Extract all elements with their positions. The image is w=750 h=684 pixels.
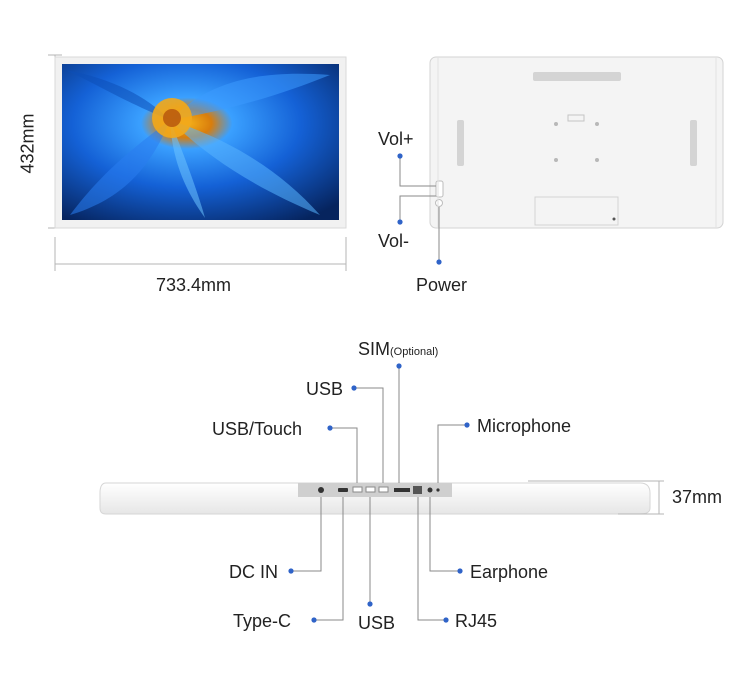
rj45-label: RJ45 <box>455 611 498 631</box>
back-view <box>397 56 724 265</box>
back-panel <box>429 56 724 229</box>
usb-port-2-icon <box>365 486 376 493</box>
dc-in-label: DC IN <box>229 562 278 582</box>
microphone-label: Microphone <box>477 416 572 436</box>
usb-port-1-icon <box>352 486 363 493</box>
type-c-label: Type-C <box>233 611 292 631</box>
front-view <box>48 54 347 271</box>
vesa-mount-icon <box>554 114 599 162</box>
sim-optional-note: (Optional) <box>390 346 439 358</box>
usb-bottom-label: USB <box>358 613 396 633</box>
volume-rocker-icon <box>435 180 444 198</box>
bottom-view <box>99 363 664 623</box>
thickness-dimension-label: 37mm <box>672 487 723 507</box>
usb-top-label: USB <box>306 379 344 399</box>
back-port-cover <box>534 196 619 226</box>
type-c-port-icon <box>338 488 348 492</box>
top-vent-icon <box>533 72 621 81</box>
right-speaker-grille-icon <box>690 120 697 166</box>
dc-in-port-icon <box>318 487 324 493</box>
width-dimension-label: 733.4mm <box>156 275 232 295</box>
vol-plus-label: Vol+ <box>378 129 414 149</box>
usb-touch-label: USB/Touch <box>212 419 303 439</box>
usb-port-3-icon <box>378 486 389 493</box>
sim-slot-icon <box>394 488 410 492</box>
rj45-port-icon <box>413 486 422 494</box>
left-speaker-grille-icon <box>457 120 464 166</box>
sim-label-text: SIM <box>358 339 391 359</box>
flower-petals-icon <box>65 70 330 218</box>
earphone-label: Earphone <box>470 562 549 582</box>
sim-label: SIM(Optional) <box>358 340 438 358</box>
vol-minus-label: Vol- <box>378 231 410 251</box>
height-dimension-label: 432mm <box>17 113 38 174</box>
earphone-jack-icon <box>427 487 433 493</box>
power-label: Power <box>416 275 468 295</box>
power-button-icon <box>435 199 443 207</box>
microphone-hole-icon <box>436 488 440 492</box>
